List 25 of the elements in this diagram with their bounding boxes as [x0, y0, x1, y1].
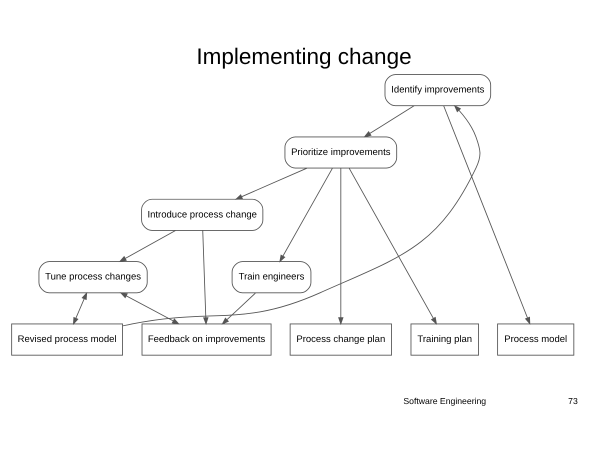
node-box: Tune process changes: [38, 260, 148, 293]
node-box: Process change plan: [290, 323, 392, 356]
arrow: [202, 230, 209, 325]
node-box: Feedback on improvements: [142, 323, 272, 356]
arrow: [120, 292, 180, 324]
arrow: [279, 167, 333, 262]
arrow: [118, 230, 176, 262]
diagram-title: Implementing change: [196, 43, 412, 68]
arrow: [338, 167, 344, 325]
node-box: Revised process model: [11, 323, 123, 356]
arrow: [221, 292, 256, 324]
arrow: [443, 104, 530, 324]
node-box: Training plan: [410, 323, 479, 356]
label: 73: [568, 396, 578, 406]
node-box: Train engineers: [232, 260, 312, 293]
node-box: Process model: [497, 323, 574, 356]
arrow: [348, 167, 438, 324]
node-box: Introduce process change: [141, 198, 264, 230]
arrow: [234, 167, 308, 200]
arrow: [122, 104, 480, 326]
arrow: [364, 104, 415, 137]
node-box: Identify improvements: [384, 74, 492, 106]
label: Software Engineering: [403, 396, 486, 406]
node-box: Prioritize improvements: [284, 136, 398, 168]
arrow: [72, 291, 88, 325]
